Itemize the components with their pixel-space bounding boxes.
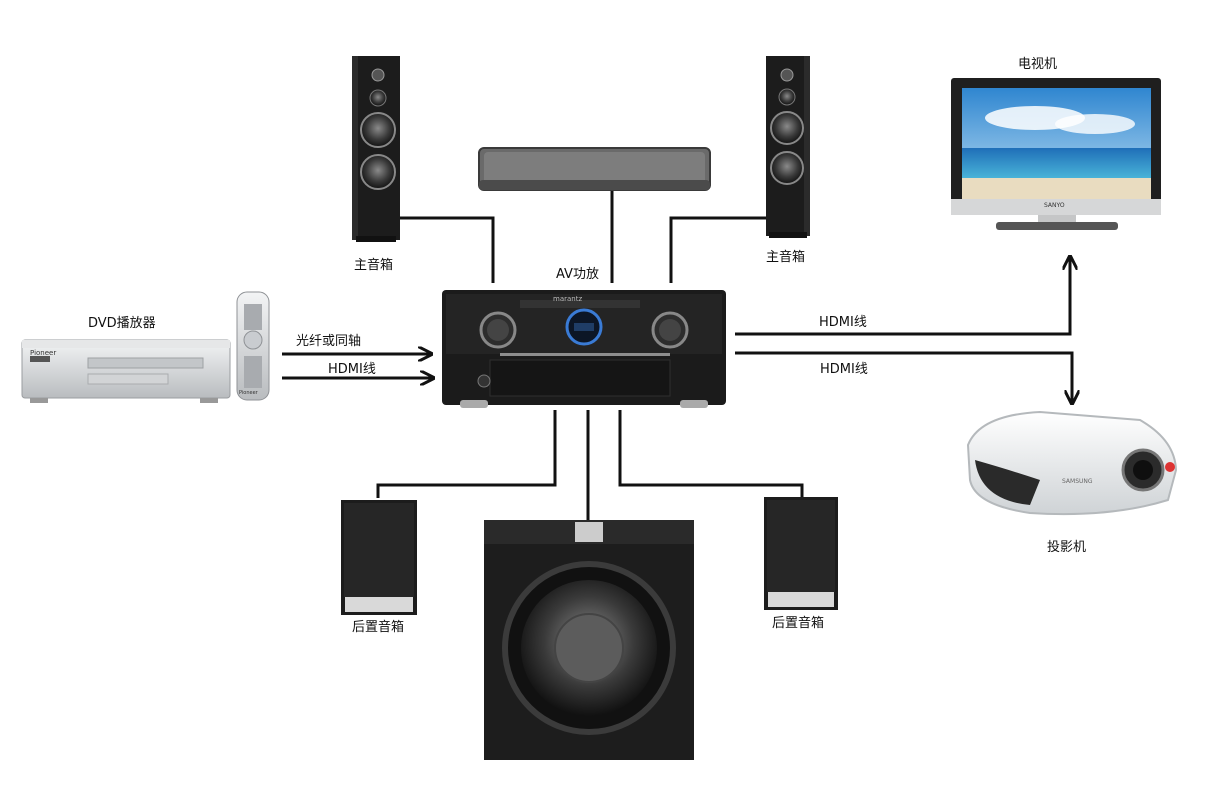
optical-coax-label: 光纤或同轴: [296, 334, 362, 349]
projector-label: 投影机: [1047, 540, 1087, 555]
dvd-brand-logo: Pioneer: [30, 349, 57, 357]
hdmi-projector-line: [735, 351, 1072, 402]
projector: [966, 410, 1178, 516]
rear-speaker-right-label: 后置音箱: [772, 616, 825, 631]
tv: [951, 78, 1161, 230]
remote-control: [236, 291, 270, 401]
rear-speaker-left: [341, 500, 417, 615]
rear-speaker-right: [764, 497, 838, 610]
wire-right-main-speaker: [669, 216, 768, 283]
subwoofer: [484, 520, 694, 760]
dvd-player: [21, 339, 231, 403]
hdmi-in-label: HDMI线: [328, 362, 376, 377]
rear-speaker-left-label: 后置音箱: [352, 620, 405, 635]
dvd-player-label: DVD播放器: [88, 316, 156, 331]
av-amp-label: AV功放: [556, 267, 599, 282]
main-speaker-right-label: 主音箱: [766, 250, 806, 265]
hdmi-projector-label: HDMI线: [820, 362, 868, 377]
tv-label: 电视机: [1018, 57, 1058, 72]
tv-brand-logo: SANYO: [1044, 202, 1065, 209]
av-amplifier: [442, 290, 726, 408]
wire-rear-right: [618, 410, 804, 497]
wire-left-main-speaker: [400, 216, 495, 283]
remote-brand-logo: Pioneer: [239, 390, 258, 396]
main-speaker-left-label: 主音箱: [354, 258, 394, 273]
amp-brand-logo: marantz: [553, 295, 583, 303]
main-speaker-left: [352, 56, 400, 242]
wire-rear-left: [376, 410, 557, 498]
projector-brand-logo: SAMSUNG: [1062, 478, 1093, 485]
center-speaker: [478, 147, 711, 191]
hdmi-tv-line: [735, 258, 1070, 336]
hdmi-tv-label: HDMI线: [819, 315, 867, 330]
main-speaker-right: [766, 56, 810, 238]
connection-lines: [282, 186, 1072, 520]
